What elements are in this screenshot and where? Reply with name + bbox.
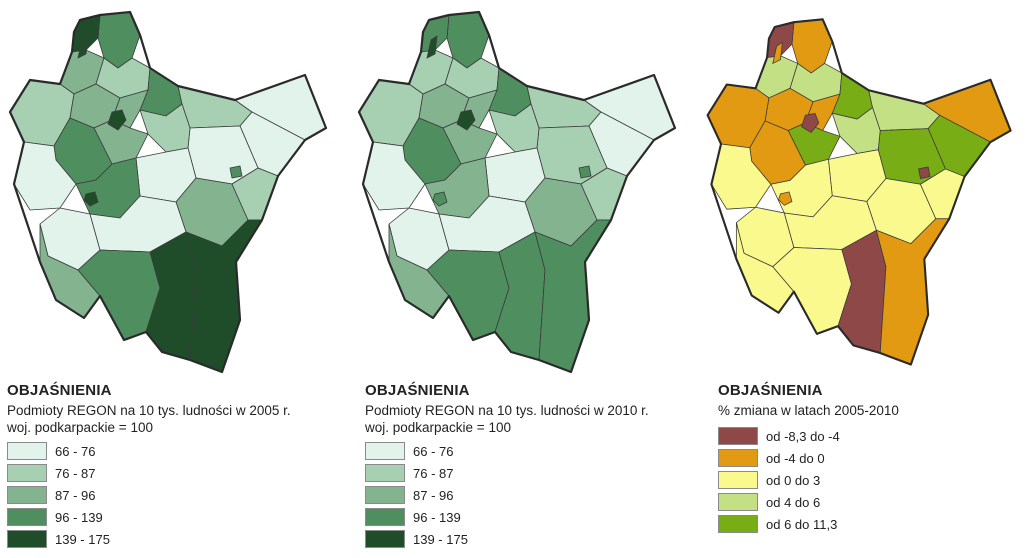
legend-swatch xyxy=(365,530,405,548)
legend-label: 96 - 139 xyxy=(55,509,103,525)
legend-swatch xyxy=(365,486,405,504)
legend-item: 87 - 96 xyxy=(365,484,649,506)
legend-subtitle: Podmioty REGON na 10 tys. ludności w 201… xyxy=(365,403,649,418)
county-region xyxy=(362,141,426,211)
city-region xyxy=(426,35,438,59)
voivodeship-outline xyxy=(706,18,1012,366)
legend-subtitle-ref: woj. podkarpackie = 100 xyxy=(7,420,153,435)
legend-2005: OBJAŚNIENIA Podmioty REGON na 10 tys. lu… xyxy=(7,382,291,550)
legend-change: OBJAŚNIENIA % zmiana w latach 2005-2010 … xyxy=(718,382,899,535)
county-region xyxy=(868,89,941,131)
legend-label: 66 - 76 xyxy=(413,443,454,459)
legend-item: od -4 do 0 xyxy=(718,447,899,469)
legend-label: 87 - 96 xyxy=(413,487,454,503)
county-region xyxy=(526,85,602,129)
legend-item: od -8,3 do -4 xyxy=(718,425,899,447)
map-panel-change: OBJAŚNIENIA % zmiana w latach 2005-2010 … xyxy=(698,0,1025,558)
legend-swatch xyxy=(365,442,405,460)
legend-item: 76 - 87 xyxy=(7,462,291,484)
choropleth-map-change xyxy=(706,18,1012,366)
legend-swatch xyxy=(7,464,47,482)
legend-title: OBJAŚNIENIA xyxy=(7,382,112,399)
county-region xyxy=(177,85,253,129)
legend-swatch xyxy=(718,471,758,489)
legend-2010: OBJAŚNIENIA Podmioty REGON na 10 tys. lu… xyxy=(365,382,649,550)
legend-label: 96 - 139 xyxy=(413,509,461,525)
city-region xyxy=(772,41,783,65)
legend-label: od 4 do 6 xyxy=(766,494,821,510)
legend-title: OBJAŚNIENIA xyxy=(365,382,470,399)
legend-label: od 6 do 11,3 xyxy=(766,516,838,532)
legend-item: 76 - 87 xyxy=(365,462,649,484)
city-region xyxy=(578,165,592,179)
legend-label: 66 - 76 xyxy=(55,443,96,459)
legend-label: od -4 do 0 xyxy=(766,450,825,466)
legend-item: 87 - 96 xyxy=(7,484,291,506)
choropleth-map-2005 xyxy=(8,10,328,374)
county-region xyxy=(488,103,540,153)
city-region xyxy=(107,109,127,131)
legend-swatch xyxy=(718,427,758,445)
legend-label: 76 - 87 xyxy=(55,465,96,481)
legend-subtitle: Podmioty REGON na 10 tys. ludności w 200… xyxy=(7,403,291,418)
legend-items: od -8,3 do -4 od -4 do 0 od 0 do 3 od 4 do … xyxy=(718,425,899,535)
legend-subtitle-ref: woj. podkarpackie = 100 xyxy=(365,420,511,435)
legend-item: 96 - 139 xyxy=(7,506,291,528)
legend-subtitle: % zmiana w latach 2005-2010 xyxy=(718,403,899,418)
legend-swatch xyxy=(718,515,758,533)
county-region xyxy=(711,143,772,210)
city-region xyxy=(778,191,793,206)
legend-swatch xyxy=(7,530,47,548)
city-region xyxy=(801,112,820,133)
county-region xyxy=(831,106,881,154)
legend-item: od 4 do 6 xyxy=(718,491,899,513)
city-region xyxy=(456,109,476,131)
voivodeship-outline xyxy=(357,10,677,374)
county-region xyxy=(13,141,77,211)
legend-swatch xyxy=(7,508,47,526)
legend-item: 66 - 76 xyxy=(365,440,649,462)
city-region xyxy=(83,191,99,207)
legend-title: OBJAŚNIENIA xyxy=(718,382,823,399)
legend-label: 139 - 175 xyxy=(55,531,110,547)
legend-swatch xyxy=(365,508,405,526)
legend-label: od -8,3 do -4 xyxy=(766,428,840,444)
legend-label: 87 - 96 xyxy=(55,487,96,503)
legend-swatch xyxy=(7,486,47,504)
legend-label: od 0 do 3 xyxy=(766,472,821,488)
county-region xyxy=(139,103,191,153)
voivodeship-outline xyxy=(8,10,328,374)
legend-items: 66 - 76 76 - 87 87 - 96 96 - 139 139 - 175 xyxy=(365,440,649,550)
city-region xyxy=(229,165,243,179)
legend-swatch xyxy=(365,464,405,482)
legend-label: 139 - 175 xyxy=(413,531,468,547)
map-panel-2010: OBJAŚNIENIA Podmioty REGON na 10 tys. lu… xyxy=(349,0,690,558)
legend-items: 66 - 76 76 - 87 87 - 96 96 - 139 139 - 175 xyxy=(7,440,291,550)
city-region xyxy=(77,35,89,59)
city-region xyxy=(432,191,448,207)
city-region xyxy=(918,166,931,179)
legend-item: 139 - 175 xyxy=(7,528,291,550)
map-panel-2005: OBJAŚNIENIA Podmioty REGON na 10 tys. lu… xyxy=(0,0,341,558)
legend-item: od 0 do 3 xyxy=(718,469,899,491)
choropleth-map-2010 xyxy=(357,10,677,374)
legend-item: 139 - 175 xyxy=(365,528,649,550)
legend-swatch xyxy=(718,493,758,511)
legend-swatch xyxy=(718,449,758,467)
legend-swatch xyxy=(7,442,47,460)
legend-label: 76 - 87 xyxy=(413,465,454,481)
legend-item: 96 - 139 xyxy=(365,506,649,528)
legend-item: od 6 do 11,3 xyxy=(718,513,899,535)
legend-item: 66 - 76 xyxy=(7,440,291,462)
